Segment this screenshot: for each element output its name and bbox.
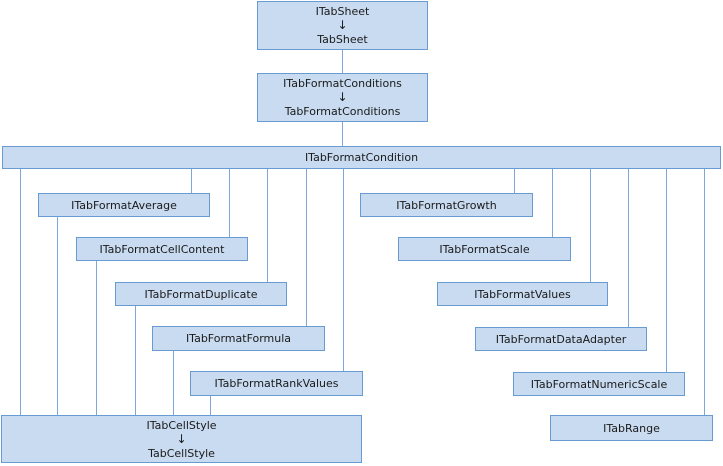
- node-tabrange-label: ITabRange: [603, 421, 660, 435]
- connector-condition-to-rankvalues: [343, 169, 344, 371]
- node-tabformatvalues-label: ITabFormatValues: [474, 287, 571, 301]
- node-tabformatcondition: ITabFormatCondition: [2, 146, 721, 169]
- node-tabformatconditions-interface: ITabFormatConditions: [283, 77, 402, 90]
- node-tabformatnumericscale-label: ITabFormatNumericScale: [530, 377, 668, 391]
- connector-condition-to-cellstyle: [20, 169, 21, 415]
- node-tabformatdataadapter-label: ITabFormatDataAdapter: [495, 332, 627, 346]
- connector-condition-to-dataadapter: [628, 169, 629, 327]
- connector-condition-to-range: [704, 169, 705, 415]
- node-tabformatscale-label: ITabFormatScale: [439, 242, 530, 256]
- down-arrow-icon: ↓: [337, 90, 348, 104]
- node-tabformatscale: ITabFormatScale: [398, 237, 571, 261]
- node-tabformatduplicate: ITabFormatDuplicate: [115, 282, 287, 306]
- connector-formula-to-cellstyle: [173, 351, 174, 415]
- down-arrow-icon: ↓: [176, 431, 187, 446]
- node-tabformatnumericscale: ITabFormatNumericScale: [513, 372, 685, 396]
- node-tabformatgrowth: ITabFormatGrowth: [360, 193, 533, 217]
- connector-tabsheet-to-conditions: [342, 50, 343, 73]
- node-tabformatconditions-class: TabFormatConditions: [284, 105, 401, 118]
- connector-cellcontent-to-cellstyle: [96, 261, 97, 415]
- connector-condition-to-average: [191, 169, 192, 193]
- node-tabformatrankvalues: ITabFormatRankValues: [190, 371, 363, 396]
- node-tabformatcellcontent-label: ITabFormatCellContent: [99, 242, 225, 256]
- node-tabformatformula-label: ITabFormatFormula: [185, 332, 292, 345]
- connector-condition-to-scale: [552, 169, 553, 237]
- node-tabformatdataadapter: ITabFormatDataAdapter: [475, 327, 647, 351]
- connector-duplicate-to-cellstyle: [135, 306, 136, 415]
- connector-rankvalues-to-cellstyle: [210, 396, 211, 415]
- connector-condition-to-values: [590, 169, 591, 282]
- connector-average-to-cellstyle: [57, 217, 58, 415]
- connector-condition-to-cellcontent: [229, 169, 230, 237]
- node-tabformataverage-label: ITabFormatAverage: [71, 198, 177, 212]
- connector-conditions-to-condition: [342, 122, 343, 146]
- node-tabformatcondition-label: ITabFormatCondition: [304, 151, 419, 164]
- node-tabcellstyle-interface: ITabCellStyle: [146, 418, 217, 432]
- connector-condition-to-formula: [306, 169, 307, 326]
- node-tabcellstyle: ITabCellStyle ↓ TabCellStyle: [1, 415, 362, 463]
- node-tabrange: ITabRange: [550, 415, 713, 441]
- node-tabsheet-interface: ITabSheet: [315, 5, 370, 18]
- node-tabformatrankvalues-label: ITabFormatRankValues: [214, 377, 339, 390]
- node-tabformatduplicate-label: ITabFormatDuplicate: [144, 287, 258, 301]
- node-tabsheet: ITabSheet ↓ TabSheet: [257, 1, 428, 50]
- node-tabformatformula: ITabFormatFormula: [152, 326, 325, 351]
- connector-condition-to-growth: [514, 169, 515, 193]
- connector-condition-to-numericscale: [666, 169, 667, 372]
- node-tabsheet-class: TabSheet: [317, 33, 368, 46]
- node-tabformatgrowth-label: ITabFormatGrowth: [396, 198, 497, 212]
- connector-condition-to-duplicate: [267, 169, 268, 282]
- node-tabformatvalues: ITabFormatValues: [437, 282, 608, 306]
- node-tabformataverage: ITabFormatAverage: [38, 193, 210, 217]
- node-tabformatconditions: ITabFormatConditions ↓ TabFormatConditio…: [257, 73, 428, 122]
- down-arrow-icon: ↓: [337, 18, 348, 32]
- node-tabcellstyle-class: TabCellStyle: [148, 446, 215, 460]
- node-tabformatcellcontent: ITabFormatCellContent: [76, 237, 248, 261]
